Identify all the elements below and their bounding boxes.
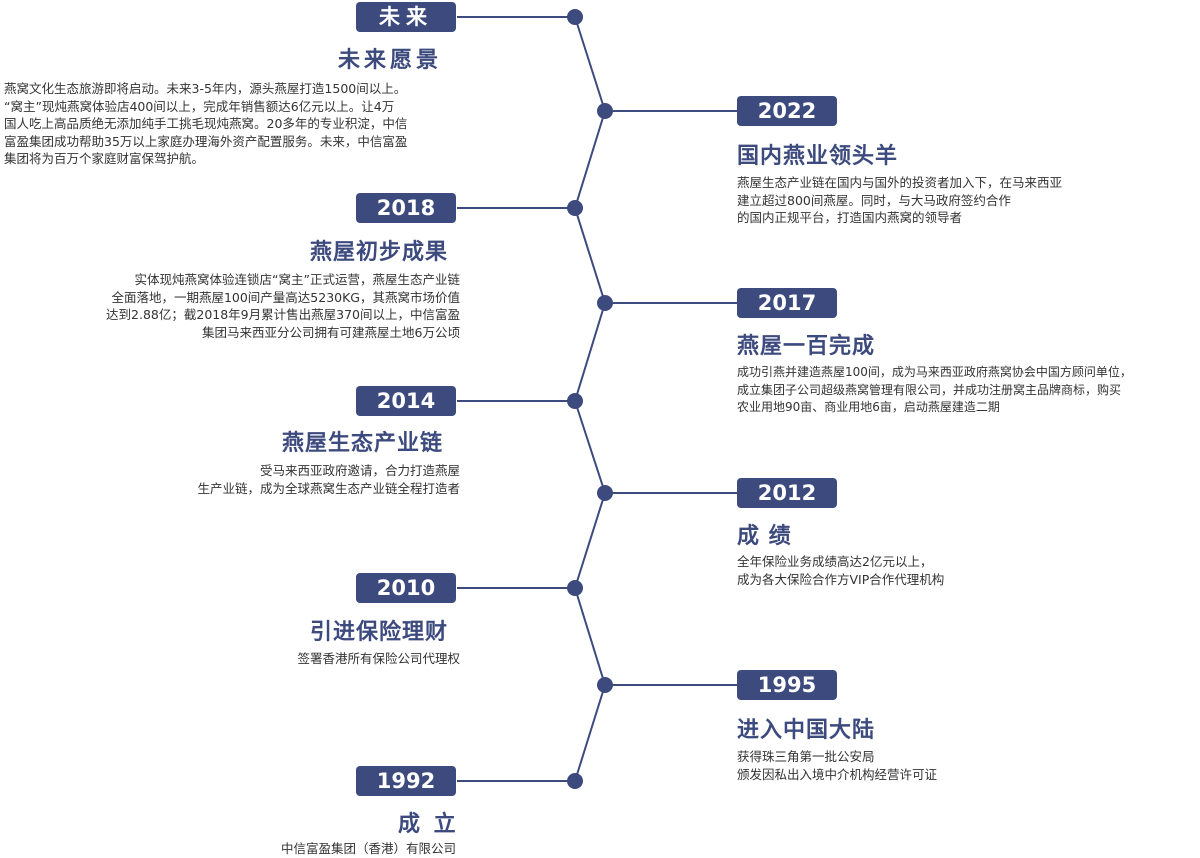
year-badge-2012: 2012 [737,478,837,508]
milestone-desc-2012: 全年保险业务成绩高达2亿元以上， 成为各大保险合作方VIP合作代理机构 [737,554,945,587]
timeline-node-7 [597,677,613,693]
timeline-node-8 [567,773,583,789]
timeline-node-5 [597,485,613,501]
milestone-desc-2022: 燕屋生态产业链在国内与国外的投资者加入下，在马来西亚 建立超过800间燕屋。同时… [737,175,1063,225]
milestone-desc-1995: 获得珠三角第一批公安局 颁发因私出入境中介机构经营许可证 [737,749,938,782]
milestone-title-2018: 燕屋初步成果 [310,240,449,265]
year-badge-2017: 2017 [737,288,837,318]
milestone-title-future: 未来愿景 [338,48,443,73]
timeline-node-0 [567,9,583,25]
milestone-title-2022: 国内燕业领头羊 [737,144,899,169]
milestone-desc-2017: 成功引燕并建造燕屋100间，成为马来西亚政府燕窝协会中国方顾问单位， 成立集团子… [737,365,1132,414]
year-badge-2022: 2022 [737,96,837,126]
milestone-title-2017: 燕屋一百完成 [737,334,876,359]
timeline-node-3 [597,295,613,311]
year-badge-2014: 2014 [356,386,456,416]
milestone-desc-2010: 签署香港所有保险公司代理权 [297,651,460,666]
milestone-title-1995: 进入中国大陆 [737,718,876,743]
milestone-title-2012: 成 绩 [737,524,792,549]
year-badge-2018: 2018 [356,193,456,223]
milestone-title-2010: 引进保险理财 [310,620,449,645]
milestone-desc-2018: 实体现炖燕窝体验连锁店“窝主”正式运营，燕屋生态产业链 全面落地，一期燕屋100… [106,272,460,340]
timeline-node-2 [567,200,583,216]
timeline-node-1 [597,103,613,119]
milestone-title-2014: 燕屋生态产业链 [282,431,444,456]
milestone-desc-1992: 中信富盈集团（香港）有限公司 [280,841,456,856]
year-badge-1992: 1992 [356,766,456,796]
year-badge-future: 未来 [356,2,456,32]
year-badge-1995: 1995 [737,670,837,700]
milestone-title-1992: 成 立 [398,812,459,837]
timeline-node-4 [567,393,583,409]
timeline-node-6 [567,580,583,596]
milestone-desc-2014: 受马来西亚政府邀请，合力打造燕屋 生产业链，成为全球燕窝生态产业链全程打造者 [197,463,460,496]
year-badge-2010: 2010 [356,573,456,603]
milestone-desc-future: 燕窝文化生态旅游即将启动。未来3-5年内，源头燕屋打造1500间以上。 “窝主”… [4,81,408,166]
